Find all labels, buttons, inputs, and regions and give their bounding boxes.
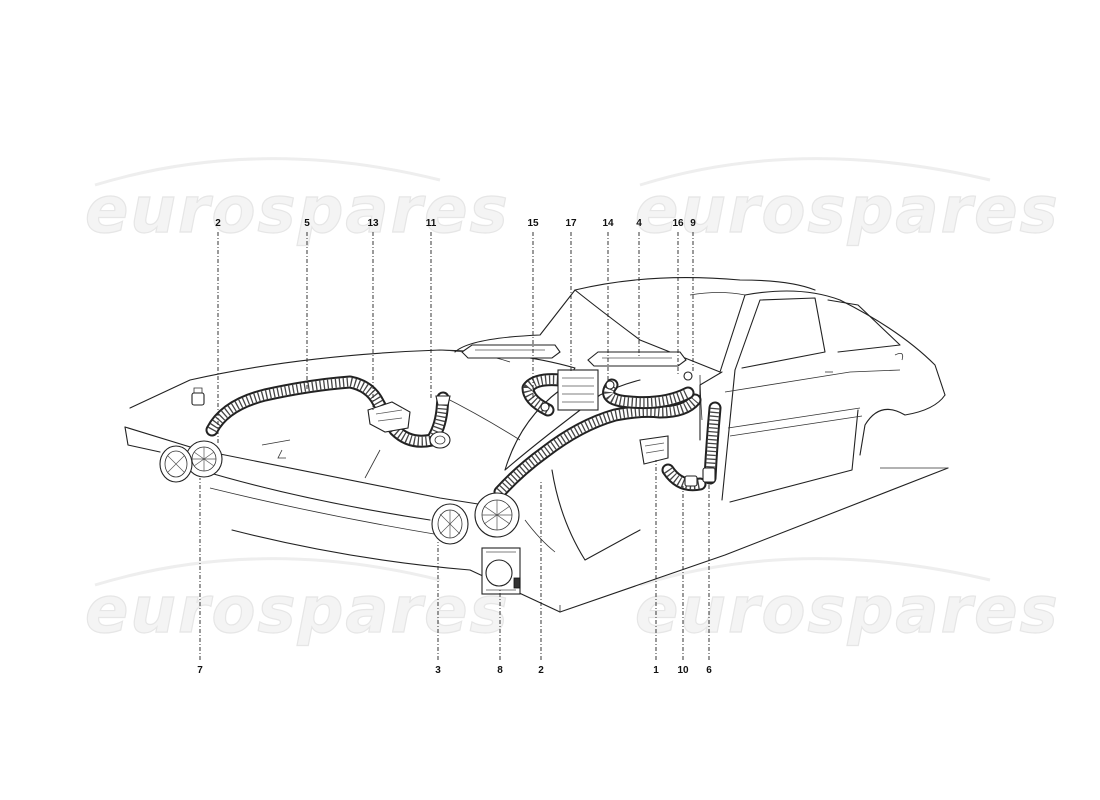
- air-inlet-grille: [481, 547, 521, 595]
- air-outlet-nozzle: [429, 395, 451, 449]
- floor-line: [559, 467, 949, 613]
- callout-label: 10: [677, 665, 689, 676]
- defrost-duct: [521, 373, 567, 417]
- right-air-duct: [493, 393, 702, 499]
- door-outline: [721, 369, 859, 503]
- watermark-bottom-left: eurospares: [84, 557, 510, 649]
- right-blower-fan: [431, 492, 520, 545]
- front-bumper: [124, 426, 479, 505]
- watermark-text: eurospares: [85, 174, 510, 248]
- callout-label: 6: [706, 665, 712, 676]
- callout-label: 2: [538, 665, 544, 676]
- callout-label: 1: [653, 665, 659, 676]
- duct-end-6: [702, 467, 716, 483]
- watermark-text: eurospares: [635, 574, 1060, 648]
- callout-label: 3: [435, 665, 441, 676]
- cabin-duct: [602, 378, 695, 410]
- defroster-vent-left: [461, 344, 561, 359]
- heater-core-box: [557, 369, 599, 411]
- callout-label: 7: [197, 665, 203, 676]
- callout-label: 8: [497, 665, 503, 676]
- watermark-text: eurospares: [635, 174, 1060, 248]
- windshield: [574, 289, 746, 373]
- callouts-top: 2 5 13 11 15 17 14 4 16 9: [215, 218, 696, 229]
- callout-label: 11: [426, 218, 437, 229]
- callout-label: 5: [304, 218, 310, 229]
- callout-label: 17: [565, 218, 577, 229]
- callout-label: 2: [215, 218, 221, 229]
- watermark-top-left: eurospares: [84, 157, 510, 249]
- callout-label: 14: [602, 218, 614, 229]
- callout-label: 9: [690, 218, 696, 229]
- hose-clip-15: [540, 402, 550, 412]
- watermark-bottom-right: eurospares: [634, 557, 1060, 649]
- callouts-bottom: 7 3 8 2 1 10 6: [197, 665, 712, 676]
- side-window-rear: [827, 299, 901, 353]
- side-window-front: [734, 297, 826, 371]
- car-body-outline: [124, 276, 949, 613]
- callout-label: 4: [636, 218, 642, 229]
- watermark-top-right: eurospares: [634, 157, 1060, 249]
- hose-clip-14: [605, 380, 615, 390]
- duct-end-10: [684, 475, 698, 487]
- left-blower-fan: [159, 440, 223, 483]
- watermark-text: eurospares: [85, 574, 510, 648]
- leader-lines: [199, 232, 710, 660]
- defroster-vent-right: [587, 351, 687, 367]
- hose-clip-9: [683, 371, 693, 381]
- air-intake-nozzle: [191, 387, 205, 406]
- flap-valve-left: [367, 401, 411, 433]
- callout-label: 15: [527, 218, 539, 229]
- callout-label: 16: [672, 218, 684, 229]
- flap-valve-right: [639, 435, 669, 465]
- callout-label: 13: [367, 218, 379, 229]
